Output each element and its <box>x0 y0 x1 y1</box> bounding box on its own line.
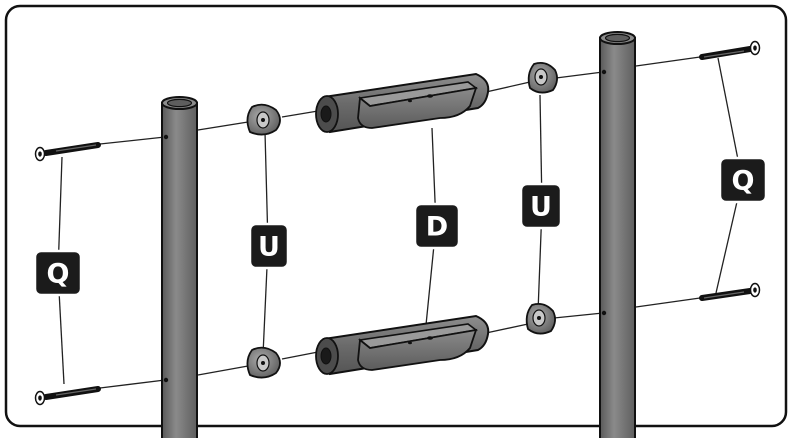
label-u-right: U <box>519 182 563 230</box>
label-q-left: Q <box>33 249 83 297</box>
label-u-left: U <box>248 222 290 270</box>
label-q-right-text: Q <box>732 166 755 197</box>
label-q-left-text: Q <box>47 259 70 290</box>
label-d-center: D <box>413 202 461 250</box>
diagram-frame <box>4 4 788 428</box>
label-u-right-text: U <box>530 192 552 223</box>
bolt-top-left <box>34 142 101 162</box>
right-pole <box>599 31 636 438</box>
end-cap-top-left <box>246 103 281 136</box>
end-cap-top-right <box>527 61 558 94</box>
cross-tube-bottom <box>315 314 490 376</box>
bolt-bottom-left <box>34 386 101 406</box>
label-d-center-text: D <box>426 212 448 243</box>
end-cap-bottom-left <box>246 346 281 379</box>
label-q-right: Q <box>718 156 768 204</box>
label-u-left-text: U <box>258 232 280 263</box>
end-cap-bottom-right <box>525 302 556 335</box>
bolt-bottom-right <box>699 282 761 301</box>
bolt-top-right <box>699 40 761 60</box>
cross-tube-top <box>315 72 490 134</box>
left-pole <box>161 96 198 438</box>
